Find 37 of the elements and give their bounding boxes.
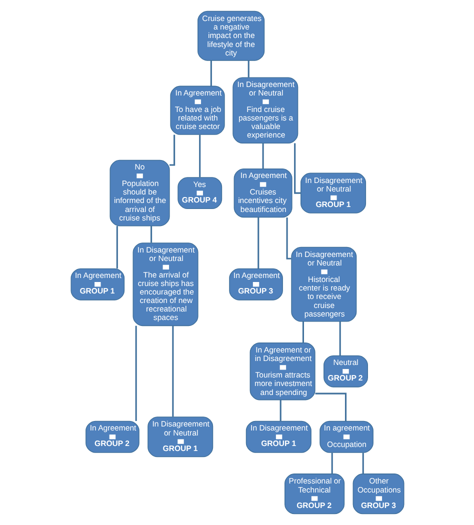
node-box: In Agreement Cruises incentives city beautification bbox=[233, 168, 292, 218]
node-box: Neutral GROUP 2 bbox=[323, 355, 368, 388]
connector bbox=[257, 217, 259, 269]
connector bbox=[169, 134, 175, 166]
node-box: In Disagreement or Neutral Historical center is ready to receive cruise passengers bbox=[290, 246, 356, 322]
node-box: In Disagreement or Neutral Find cruise passengers is a valuable experience bbox=[232, 77, 298, 144]
node-box: No Population should be informed of the arrival of cruise ships bbox=[109, 160, 170, 226]
node-box: Professional or Technical GROUP 2 bbox=[284, 474, 344, 514]
connector bbox=[286, 217, 291, 260]
connector bbox=[302, 322, 304, 343]
node-box: Cruise generates a negative impact on the lifestyle of the city bbox=[197, 10, 264, 61]
node-box: In Agreement or in Disagreement Tourism attracts more investment and spending bbox=[249, 342, 315, 400]
connector bbox=[330, 452, 332, 474]
node-box: Yes GROUP 4 bbox=[177, 177, 222, 210]
node-box: In agreement Occupation bbox=[319, 420, 373, 453]
connector bbox=[294, 143, 300, 194]
connector bbox=[150, 226, 152, 243]
connector bbox=[279, 400, 281, 422]
node-box: In Agreement GROUP 3 bbox=[228, 268, 282, 300]
connector bbox=[172, 326, 174, 417]
node-box: In Disagreement GROUP 1 bbox=[245, 420, 311, 453]
connector bbox=[362, 452, 364, 474]
connector bbox=[247, 60, 249, 78]
connector bbox=[198, 134, 200, 178]
connector bbox=[116, 226, 118, 269]
connector bbox=[210, 60, 212, 86]
node-box: In Agreement GROUP 2 bbox=[85, 420, 139, 453]
connector bbox=[338, 322, 340, 356]
connector bbox=[314, 392, 346, 422]
node-box: In Agreement GROUP 1 bbox=[70, 268, 124, 300]
node-box: In Disagreement or Neutral GROUP 1 bbox=[147, 416, 213, 458]
node-box: Other Occupations GROUP 3 bbox=[352, 474, 404, 514]
node-box: In Disagreement or Neutral The arrival of cruise ships has encouraged the creation of new recreational spaces bbox=[132, 242, 198, 326]
connector bbox=[134, 326, 136, 421]
node-box: In Disagreement or Neutral GROUP 1 bbox=[300, 172, 366, 214]
connector bbox=[262, 143, 264, 169]
node-box: In Agreement To have a job related with cruise sector bbox=[170, 86, 224, 135]
